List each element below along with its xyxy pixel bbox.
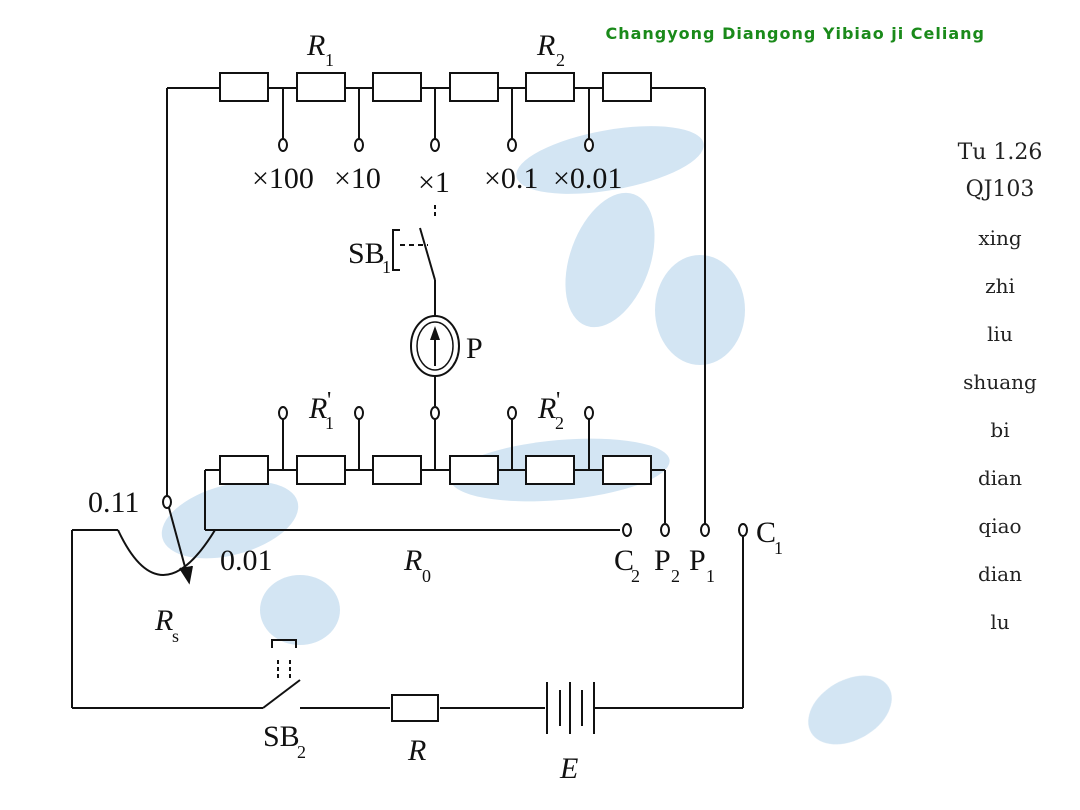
terminal-x01 <box>507 138 517 152</box>
label-r2p-sub: 2 <box>555 413 564 433</box>
resistor-lower-1 <box>219 455 269 485</box>
label-p1: P <box>689 544 706 577</box>
resistor-top-1 <box>219 72 269 102</box>
label-sb1-sub: 1 <box>382 257 391 277</box>
label-r2: R <box>536 29 555 62</box>
label-c2-sub: 2 <box>631 566 640 586</box>
resistor-top-2 <box>296 72 346 102</box>
figure-caption: Tu 1.26 QJ103 xing zhi liu shuang bi dia… <box>935 140 1065 646</box>
label-r2p-prime: ' <box>556 388 560 414</box>
label-0-01: 0.01 <box>220 544 273 577</box>
label-e: E <box>559 752 578 785</box>
terminal-p1 <box>700 523 710 537</box>
lower-resistors <box>219 455 652 485</box>
label-c1-sub: 1 <box>774 538 783 558</box>
label-x01: ×0.1 <box>484 162 538 195</box>
header-title: Changyong Diangong Yibiao ji Celiang <box>605 24 985 43</box>
terminal-c2 <box>622 523 632 537</box>
caption-char: zhi <box>985 274 1015 298</box>
terminal-x10 <box>354 138 364 152</box>
resistor-top-4 <box>449 72 499 102</box>
terminal-x1 <box>430 138 440 152</box>
label-r: R <box>407 734 426 767</box>
resistor-top-6 <box>602 72 652 102</box>
resistor-lower-4 <box>449 455 499 485</box>
label-r1p-prime: ' <box>327 388 331 414</box>
terminal-lower-2 <box>354 406 364 420</box>
terminal-lower-5 <box>584 406 594 420</box>
caption-char: qiao <box>978 514 1022 538</box>
resistor-top-3 <box>372 72 422 102</box>
label-sb1: SB <box>348 237 385 270</box>
watermark-leaves <box>161 126 892 745</box>
label-r0: R <box>403 544 422 577</box>
resistor-r <box>391 694 439 722</box>
terminal-lower-4 <box>507 406 517 420</box>
caption-char: xing <box>978 226 1022 250</box>
label-x100: ×100 <box>252 162 314 195</box>
terminal-lower-3 <box>430 406 440 420</box>
label-p2-sub: 2 <box>671 566 680 586</box>
figure-model: QJ103 <box>965 177 1035 202</box>
label-r1p: R <box>308 392 327 425</box>
caption-char: dian <box>977 466 1022 490</box>
label-r0-sub: 0 <box>422 566 431 586</box>
resistor-lower-3 <box>372 455 422 485</box>
label-p2: P <box>654 544 671 577</box>
top-resistors <box>219 72 652 102</box>
terminal-p2 <box>660 523 670 537</box>
label-0-11: 0.11 <box>88 486 139 519</box>
label-r2-sub: 2 <box>556 50 565 70</box>
terminals <box>162 138 748 537</box>
label-rs: R <box>154 604 173 637</box>
resistor-lower-5 <box>525 455 575 485</box>
terminal-x100 <box>278 138 288 152</box>
label-sb2-sub: 2 <box>297 742 306 762</box>
terminal-lower-1 <box>278 406 288 420</box>
label-r1: R <box>306 29 325 62</box>
resistor-top-5 <box>525 72 575 102</box>
terminal-rs <box>162 495 172 509</box>
label-rs-sub: s <box>172 626 179 646</box>
galvanometer <box>410 315 460 377</box>
caption-char: liu <box>987 322 1013 346</box>
label-x10: ×10 <box>334 162 381 195</box>
caption-char: bi <box>990 418 1010 442</box>
label-x1: ×1 <box>418 166 450 199</box>
resistor-lower-2 <box>296 455 346 485</box>
label-c1: C <box>756 516 776 549</box>
label-p-meter: P <box>466 332 483 365</box>
battery-e <box>546 682 595 734</box>
label-r1p-sub: 1 <box>325 413 334 433</box>
label-r2p: R <box>537 392 556 425</box>
terminal-c1 <box>738 523 748 537</box>
caption-char: shuang <box>963 370 1037 394</box>
caption-char: dian <box>977 562 1022 586</box>
resistor-lower-6 <box>602 455 652 485</box>
label-c2: C <box>614 544 634 577</box>
label-sb2: SB <box>263 720 300 753</box>
label-p1-sub: 1 <box>706 566 715 586</box>
label-x001: ×0.01 <box>553 162 622 195</box>
label-r1-sub: 1 <box>325 50 334 70</box>
caption-char: lu <box>990 610 1010 634</box>
terminal-x001 <box>584 138 594 152</box>
figure-number: Tu 1.26 <box>957 140 1043 165</box>
